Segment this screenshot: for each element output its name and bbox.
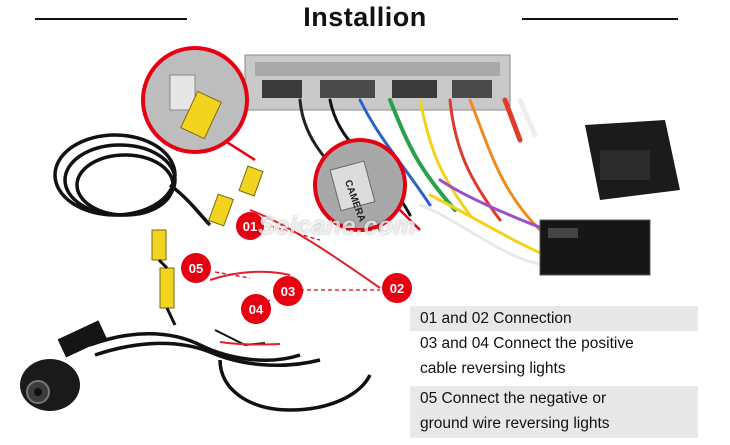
legend-item-01-02-line-1: 01 and 02 Connection [420, 310, 572, 327]
title-rule-left [35, 18, 187, 20]
control-box [539, 219, 651, 276]
rca-connectors [151, 165, 264, 326]
inset-rca-zoom [141, 46, 256, 162]
watermark: Seicane.com [258, 212, 417, 240]
callout-05-label: 05 [189, 261, 203, 276]
legend-item-05-line-2: ground wire reversing lights [420, 415, 610, 432]
callout-02-label: 02 [390, 281, 404, 296]
callout-01: 01 [236, 212, 264, 240]
head-unit [244, 54, 511, 111]
reversing-wires [209, 209, 381, 347]
connector-block [585, 120, 680, 200]
inset-camera-plug-zoom: CAMERA [313, 138, 421, 232]
callout-04-label: 04 [249, 302, 264, 317]
camera-cable-coil [53, 133, 372, 412]
callout-05: 05 [181, 253, 211, 283]
legend-item-03-04-line-1: 03 and 04 Connect the positive [420, 335, 634, 352]
callout-01-label: 01 [243, 219, 257, 234]
rear-camera [20, 320, 107, 411]
callout-03: 03 [273, 276, 303, 306]
callout-03-label: 03 [281, 284, 295, 299]
legend-item-05-line-1: 05 Connect the negative or [420, 390, 607, 407]
legend-item-03-04: 03 and 04 Connect the positive cable rev… [410, 331, 698, 381]
legend-item-05: 05 Connect the negative or ground wire r… [410, 386, 698, 438]
legend-item-01-02: 01 and 02 Connection [410, 306, 698, 332]
legend-item-03-04-line-2: cable reversing lights [420, 360, 566, 377]
callout-02: 02 [382, 273, 412, 303]
page-title: Installion [303, 2, 427, 32]
title-rule-right [522, 18, 678, 20]
callout-04: 04 [241, 294, 271, 324]
